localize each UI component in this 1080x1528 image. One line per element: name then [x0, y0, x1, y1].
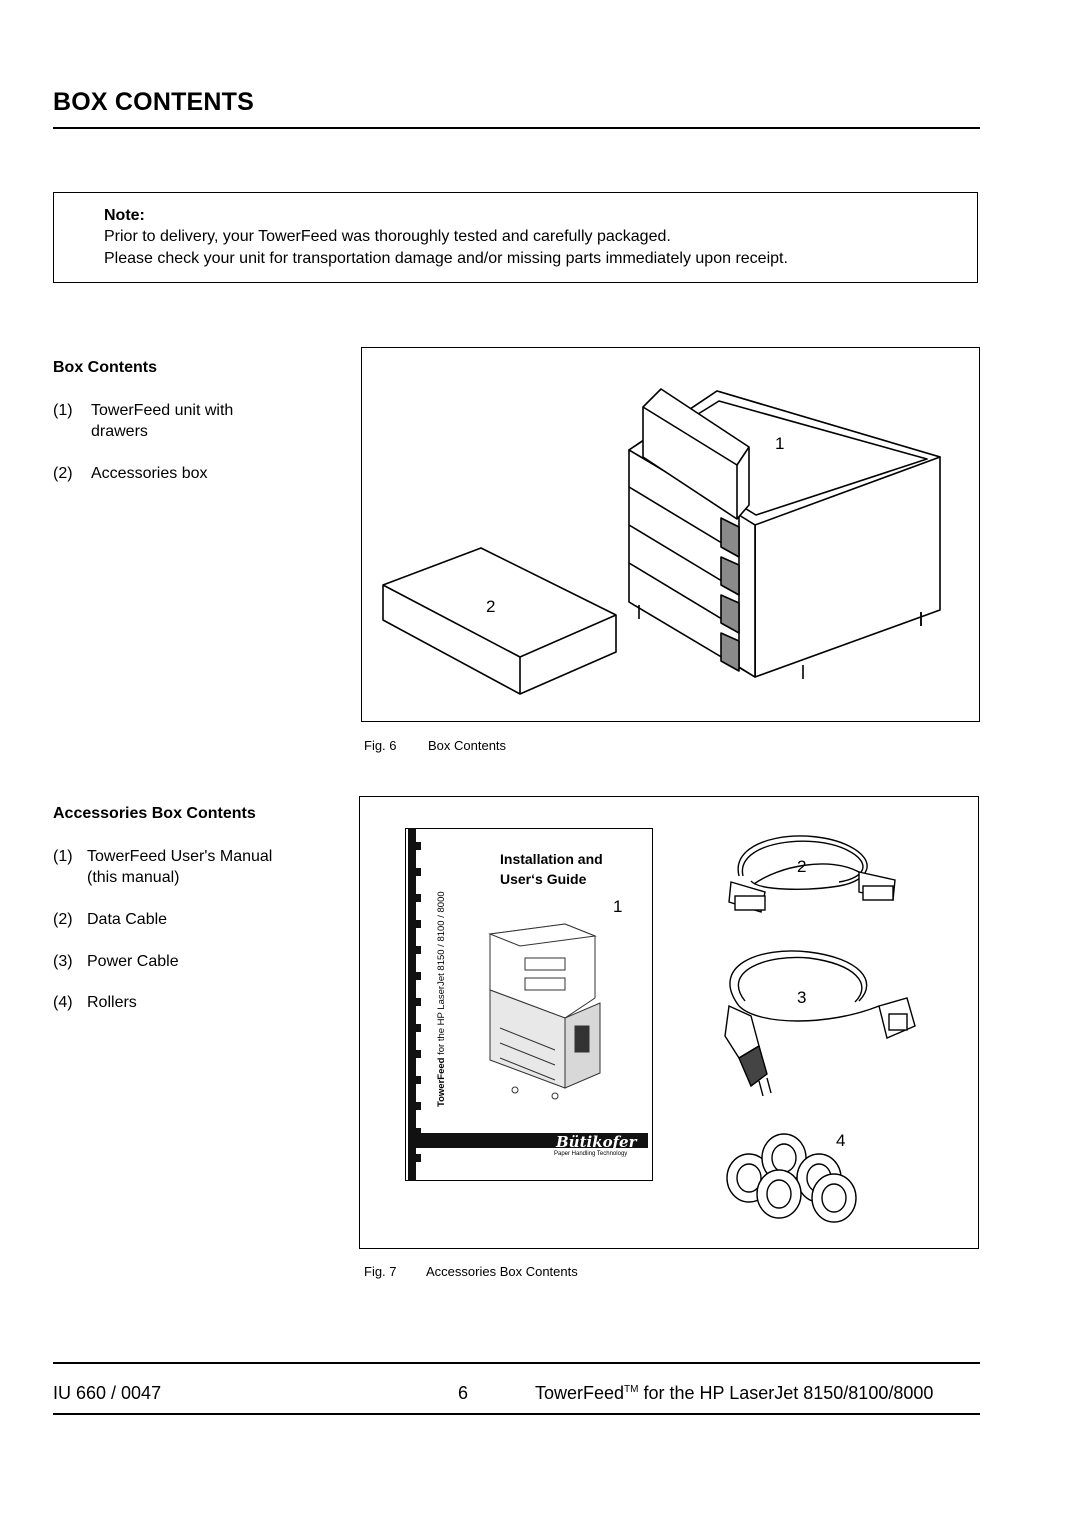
footer-product-name: TowerFeed	[535, 1383, 625, 1403]
accessories-heading: Accessories Box Contents	[53, 805, 256, 822]
box-contents-illustration	[381, 387, 941, 695]
footer-doc-id: IU 660 / 0047	[53, 1383, 162, 1403]
list-item-line: (this manual)	[87, 869, 180, 886]
footer-divider-top	[53, 1362, 980, 1364]
figure-accessories: Installation and User‘s Guide TowerFeed …	[359, 796, 979, 1249]
footer-divider-bottom	[53, 1413, 980, 1415]
manual-title: Installation and User‘s Guide	[500, 849, 603, 889]
list-item-text: Power Cable	[87, 953, 179, 970]
figure-number: Fig. 7	[364, 1264, 397, 1279]
list-item-number: (2)	[53, 911, 73, 928]
note-box: Note: Prior to delivery, your TowerFeed …	[53, 192, 978, 283]
manual-cover-art	[408, 828, 648, 1181]
figure-caption-text: Box Contents	[428, 738, 507, 753]
note-text-line-2: Please check your unit for transportatio…	[104, 250, 788, 267]
accessories-illustration	[723, 834, 916, 1223]
manual-brand-logo: Bütikofer	[556, 1133, 637, 1151]
list-item-line: drawers	[91, 423, 148, 440]
list-item-text: TowerFeed User's Manual (this manual)	[87, 846, 272, 888]
manual-cover: Installation and User‘s Guide TowerFeed …	[405, 828, 653, 1181]
figure-number: Fig. 6	[364, 738, 397, 753]
towerfeed-unit-drawing	[627, 387, 941, 679]
list-item-text: Rollers	[87, 994, 137, 1011]
figure-caption-text: Accessories Box Contents	[426, 1264, 578, 1279]
accessories-box-drawing	[381, 546, 617, 695]
footer-product: TowerFeedTM for the HP LaserJet 8150/810…	[535, 1383, 933, 1404]
list-item-number: (1)	[53, 402, 73, 419]
figure-callout: 2	[797, 857, 807, 876]
manual-title-line: User‘s Guide	[500, 871, 587, 887]
list-item-number: (4)	[53, 994, 73, 1011]
note-heading: Note:	[104, 207, 145, 224]
list-item-text: TowerFeed unit with drawers	[91, 400, 233, 442]
list-item-line: TowerFeed unit with	[91, 402, 234, 419]
figure-callout: 2	[486, 597, 496, 616]
manual-tagline: Paper Handling Technology	[554, 1151, 628, 1157]
figure-callout: 3	[797, 988, 807, 1007]
figure-box-contents: 1 2	[361, 347, 980, 722]
list-item-line: TowerFeed User's Manual	[87, 848, 273, 865]
figure-callout: 1	[775, 434, 785, 453]
figure-callout: 4	[836, 1131, 846, 1150]
list-item-number: (1)	[53, 848, 73, 865]
title-divider	[53, 127, 980, 129]
footer-page-number: 6	[458, 1383, 469, 1403]
list-item-number: (2)	[53, 465, 73, 482]
power-cable-drawing	[723, 949, 916, 1096]
list-item-text: Data Cable	[87, 911, 168, 928]
list-item-number: (3)	[53, 953, 73, 970]
box-contents-heading: Box Contents	[53, 359, 157, 376]
footer-product-suffix: for the HP LaserJet 8150/8100/8000	[638, 1383, 934, 1403]
footer-trademark: TM	[624, 1384, 639, 1395]
data-cable-drawing	[727, 834, 896, 913]
manual-title-line: Installation and	[500, 851, 603, 867]
figure-callout: 1	[613, 897, 623, 916]
list-item-text: Accessories box	[91, 465, 208, 482]
note-text-line-1: Prior to delivery, your TowerFeed was th…	[104, 228, 671, 245]
rollers-drawing	[725, 1132, 857, 1223]
page-title: BOX CONTENTS	[53, 88, 255, 116]
